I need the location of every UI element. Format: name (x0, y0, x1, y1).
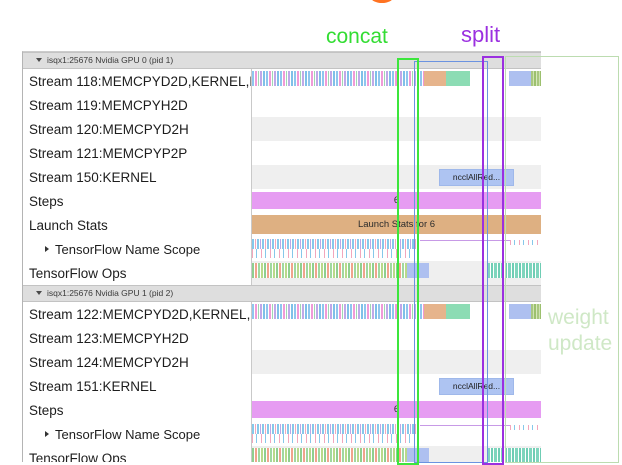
track-lane[interactable]: ncclAllRed... (251, 374, 541, 398)
track-lane[interactable] (251, 350, 541, 374)
track-label: Stream 121:MEMCPYP2P (29, 145, 188, 161)
timeline-block-namescope-sparse[interactable] (252, 249, 420, 258)
track-row-stream119[interactable]: Stream 119:MEMCPYH2D (23, 93, 541, 117)
track-row-stream124[interactable]: Stream 124:MEMCPYD2H (23, 350, 541, 374)
track-lane[interactable] (251, 261, 541, 285)
track-label: Stream 123:MEMCPYH2D (29, 330, 189, 346)
track-label-text: TensorFlow Name Scope (55, 241, 201, 257)
group-header-gpu1[interactable]: isqx1:25676 Nvidia GPU 1 (pid 2) (23, 285, 541, 302)
timeline-bar-launch-stats[interactable]: Launch Stats for 6 (252, 215, 541, 234)
group-header-label: isqx1:25676 Nvidia GPU 0 (pid 1) (47, 55, 174, 65)
track-row-steps[interactable]: Steps 6 (23, 398, 541, 422)
track-label: Stream 124:MEMCPYD2H (29, 354, 189, 370)
annotation-label-weight-update: weight update (548, 305, 612, 357)
track-label: Steps (29, 193, 64, 209)
timeline-block-concat[interactable] (446, 71, 470, 86)
chevron-down-icon[interactable] (36, 58, 42, 62)
track-lane[interactable]: 6 (251, 189, 541, 213)
timeline-bar-steps-caption: 6 (393, 195, 400, 206)
track-label: TensorFlow Name Scope (45, 237, 200, 261)
track-lane[interactable]: ncclAllRed... (251, 165, 541, 189)
timeline-block-namescope-sparse[interactable] (252, 434, 420, 443)
timeline-block-memcpy[interactable] (424, 304, 446, 319)
track-label: Stream 151:KERNEL (29, 378, 157, 394)
timeline-block-ops[interactable] (252, 263, 407, 278)
track-label: Launch Stats (29, 217, 108, 233)
track-row-stream151[interactable]: Stream 151:KERNEL ncclAllRed... (23, 374, 541, 398)
timeline-block-split[interactable] (509, 304, 531, 319)
timeline-block-memcpy[interactable] (424, 71, 446, 86)
timeline-block-weight-update[interactable] (531, 71, 541, 86)
track-row-tf-name-scope[interactable]: TensorFlow Name Scope (23, 422, 541, 446)
track-lane[interactable] (251, 117, 541, 141)
track-label: TensorFlow Ops (29, 450, 127, 463)
track-lane[interactable] (251, 93, 541, 117)
chevron-down-icon[interactable] (36, 291, 42, 295)
track-row-stream123[interactable]: Stream 123:MEMCPYH2D (23, 326, 541, 350)
timeline-block-ops-teal[interactable] (487, 263, 541, 278)
track-row-stream121[interactable]: Stream 121:MEMCPYP2P (23, 141, 541, 165)
annotation-label-weight-update-line1: weight (548, 306, 609, 329)
track-row-tf-ops[interactable]: TensorFlow Ops (23, 446, 541, 462)
timeline-block-split[interactable] (509, 71, 531, 86)
timeline-bar-steps-caption: 6 (393, 404, 400, 415)
track-label: Stream 119:MEMCPYH2D (29, 97, 188, 113)
chevron-right-icon[interactable] (45, 431, 49, 437)
track-lane[interactable] (251, 446, 541, 462)
track-row-stream118[interactable]: Stream 118:MEMCPYD2D,KERNEL,ME (23, 69, 541, 93)
timeline-block-nccl-allreduce[interactable]: ncclAllRed... (439, 169, 514, 186)
timeline-bar-launch-stats-caption: Launch Stats for 6 (357, 219, 436, 230)
group-header-label: isqx1:25676 Nvidia GPU 1 (pid 2) (47, 288, 174, 298)
group-header-gpu0[interactable]: isqx1:25676 Nvidia GPU 0 (pid 1) (23, 52, 541, 69)
track-lane[interactable] (251, 302, 541, 326)
timeline-block-weight-update[interactable] (531, 304, 541, 319)
timeline-bar-steps[interactable]: 6 (252, 192, 541, 209)
track-label: Steps (29, 402, 64, 418)
track-row-stream122[interactable]: Stream 122:MEMCPYD2D,KERNEL,MI (23, 302, 541, 326)
track-label: Stream 120:MEMCPYD2H (29, 121, 189, 137)
timeline-block-namescope-tail[interactable] (510, 240, 541, 245)
track-lane[interactable] (251, 141, 541, 165)
track-label: Stream 118:MEMCPYD2D,KERNEL,ME (29, 73, 270, 89)
track-label-text: TensorFlow Name Scope (55, 426, 201, 442)
track-lane[interactable] (251, 422, 541, 446)
timeline-block-concat[interactable] (446, 304, 470, 319)
annotation-label-weight-update-line2: update (548, 332, 613, 355)
annotation-label-concat: concat (326, 25, 388, 48)
timeline-block-ops-split[interactable] (407, 263, 429, 278)
timeline-block-ops[interactable] (252, 448, 407, 462)
track-label: Stream 150:KERNEL (29, 169, 157, 185)
track-lane[interactable] (251, 69, 541, 93)
orange-blob-marker (371, 0, 393, 3)
track-lane[interactable]: Launch Stats for 6 (251, 213, 541, 237)
trace-viewer-panel[interactable]: isqx1:25676 Nvidia GPU 0 (pid 1) Stream … (22, 51, 541, 462)
track-row-steps[interactable]: Steps 6 (23, 189, 541, 213)
timeline-block-mixed[interactable] (252, 304, 424, 319)
track-lane[interactable]: 6 (251, 398, 541, 422)
annotation-label-split: split (461, 22, 501, 47)
track-row-launch-stats[interactable]: Launch Stats Launch Stats for 6 (23, 213, 541, 237)
track-row-stream120[interactable]: Stream 120:MEMCPYD2H (23, 117, 541, 141)
timeline-block-nccl-allreduce[interactable]: ncclAllRed... (439, 378, 514, 395)
timeline-block-namescope-tail[interactable] (510, 425, 541, 430)
track-label: Stream 122:MEMCPYD2D,KERNEL,MI (29, 306, 266, 322)
timeline-block-ops-split[interactable] (407, 448, 429, 462)
chevron-right-icon[interactable] (45, 246, 49, 252)
timeline-bar-steps[interactable]: 6 (252, 401, 541, 418)
track-row-stream150[interactable]: Stream 150:KERNEL ncclAllRed... (23, 165, 541, 189)
timeline-block-mixed[interactable] (252, 71, 424, 86)
track-row-tf-ops[interactable]: TensorFlow Ops (23, 261, 541, 285)
track-lane[interactable] (251, 237, 541, 261)
track-label: TensorFlow Name Scope (45, 422, 200, 446)
timeline-block-ops-teal[interactable] (487, 448, 541, 462)
track-lane[interactable] (251, 326, 541, 350)
track-label: TensorFlow Ops (29, 265, 127, 281)
track-row-tf-name-scope[interactable]: TensorFlow Name Scope (23, 237, 541, 261)
